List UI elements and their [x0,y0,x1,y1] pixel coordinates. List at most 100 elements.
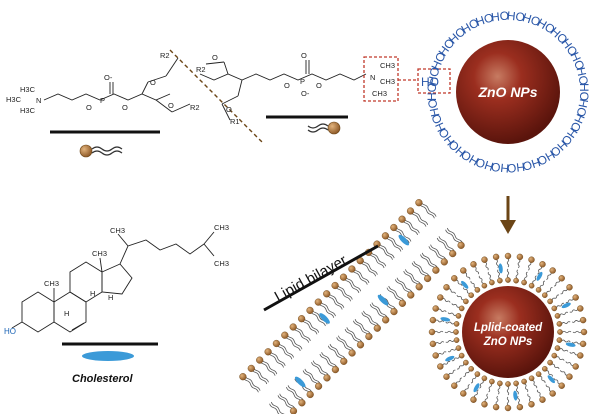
lipid-head [440,258,448,266]
lipid-head [382,316,390,324]
lipid-head [458,352,465,359]
lipid-head [339,273,348,281]
lipid-head [549,390,556,397]
lipid-head [365,332,373,341]
lipid-icon-left [79,144,123,158]
lipid-tail [371,302,388,319]
lipid-head [406,207,415,215]
lipid-tail [319,300,336,317]
lipid-tail [242,376,259,393]
lipid-head [551,305,558,312]
lipid-coat [428,252,588,412]
lipid-tail [343,277,360,294]
cholesterol-in-coat [561,302,571,309]
chem-label: R2 [196,65,206,74]
lipid-head [470,396,477,403]
chem-label: R2 [190,103,200,112]
lipid-head [432,352,439,359]
hydroxyl-group: HO [428,112,448,134]
lipid-tail [286,333,303,350]
lipid-head [381,232,390,240]
lipid-tail [369,304,387,321]
hydroxyl-group: HO [490,9,509,25]
lipid-head [504,252,512,260]
lipid-tail [269,403,280,414]
lipid-tail [304,368,321,385]
cholesterol-in-bilayer [398,234,410,246]
lipid-tail [279,393,296,410]
lipid-head [474,371,481,377]
lipid-head [458,305,465,312]
lipid-tail [287,385,304,402]
lipid-tail [284,335,301,352]
coated-zno-nanoparticle [462,286,554,378]
lipid-head [513,380,519,387]
chem-label: P [300,77,305,86]
chem-label: CH3 [372,89,387,98]
lipid-tail [411,209,429,226]
chem-label: O [168,101,174,110]
lipid-head [505,277,511,283]
lipid-tail [361,312,378,329]
lipid-head [289,407,298,414]
chem-label: CH3 [380,61,395,70]
lipid-head [432,266,440,274]
lipid-tail [359,260,377,277]
lipid-head [356,341,365,349]
lipid-head [489,378,495,385]
lipid-tail [259,359,276,376]
lipid-head [398,215,406,223]
lipid-head [535,371,542,377]
lipid-head [390,308,398,316]
cholesterol-label: Cholesterol [72,373,133,385]
cholesterol-in-coat [565,342,576,347]
coated-label-line2: ZnO NPs [483,336,533,348]
lipid-head [547,298,553,305]
lipid-head [528,282,535,289]
lipid-head [539,261,546,268]
lipid-tail [344,275,362,292]
lipid-head [470,261,477,268]
chem-label: H [90,289,95,298]
lipid-head [542,365,548,372]
cholesterol-structure [11,231,215,333]
highlight-box-oh [417,68,451,94]
lipid-head [474,287,481,293]
lipid-head [451,382,458,389]
lipid-tail [327,345,345,362]
lipid-head [554,313,561,319]
lipid-tail [351,268,368,285]
highlight-box-choline [363,56,399,102]
lipid-tail [420,200,437,217]
lipid-head [556,337,563,343]
lipid-head [453,329,459,335]
lipid-head [331,281,339,290]
lipid-head [460,390,467,397]
lipid-head [451,275,458,282]
lipid-head [453,337,460,343]
cholesterol-in-coat [440,317,451,322]
lipid-head [340,357,348,365]
chem-label: CH3 [214,223,229,232]
lipid-tail [394,279,412,296]
lipid-head [513,277,519,284]
lipid-head [554,345,561,351]
lipid-head [549,267,556,274]
lipid-tail [395,225,412,242]
lipid-tail [267,351,284,368]
lipid-tail [436,237,454,254]
lipid-head [256,356,264,364]
lipid-head [398,299,407,307]
cholesterol-text: CH3 CH3 CH3 CH3 CH3 H H H [44,223,229,318]
lipid-head [535,287,542,293]
chem-label: CH3 [92,249,107,258]
lipid-bilayer [239,199,465,414]
lipid-tail [312,360,330,377]
lipid-tail [261,358,278,375]
lipid-head [437,363,444,370]
lipid-head [449,250,457,258]
cholesterol-in-bilayer [294,376,306,388]
lipid-head [539,396,546,403]
lipid-head [428,328,436,336]
